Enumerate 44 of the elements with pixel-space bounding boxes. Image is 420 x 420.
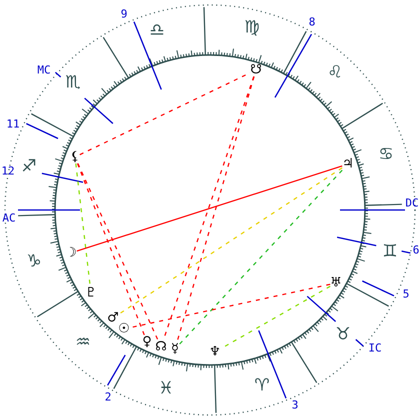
house-number: 9	[120, 8, 128, 20]
house-number: 3	[292, 400, 298, 410]
zodiac-sign: ♌	[327, 64, 343, 82]
aspect-line	[130, 284, 330, 328]
planet-symbol: ♆	[209, 346, 221, 358]
planet-symbol: ♃	[342, 158, 354, 170]
lunar-node-symbol: ☊	[155, 340, 167, 354]
zodiac-sign: ♏	[65, 74, 81, 92]
house-number: 6	[412, 244, 420, 256]
house-number: 5	[402, 288, 410, 300]
aspect-line	[176, 76, 255, 343]
lilith-symbol: ⚸	[70, 150, 80, 164]
house-number: 2	[104, 392, 112, 402]
zodiac-sign: ♋	[378, 146, 394, 164]
zodiac-sign: ♒	[75, 334, 91, 352]
house-number: 12	[1, 166, 15, 176]
aspect-line	[162, 76, 254, 341]
zodiac-sign: ♈	[254, 378, 270, 394]
planet-symbol: ♂	[107, 312, 119, 324]
zodiac-sign: ♓	[158, 380, 174, 398]
angle-label: DC	[405, 198, 419, 208]
zodiac-sign: ♉	[335, 326, 351, 344]
angle-label: AC	[2, 212, 16, 224]
moon-symbol: ☽	[65, 246, 77, 260]
aspect-line	[178, 170, 343, 346]
aspect-line	[76, 163, 146, 336]
angle-label: IC	[368, 342, 382, 354]
house-number: 8	[308, 16, 316, 28]
planet-symbol: ♇	[85, 286, 97, 300]
planet-symbol: ♀	[142, 336, 152, 348]
house-number: 11	[6, 118, 20, 130]
zodiac-sign: ♑	[26, 254, 42, 270]
aspect-line	[76, 165, 342, 252]
zodiac-sign: ♍	[244, 20, 260, 36]
zodiac-sign: ♐	[21, 158, 37, 176]
zodiac-sign: ♎	[149, 22, 165, 40]
angle-label: MC	[37, 64, 51, 76]
sun-symbol: ☉	[118, 322, 130, 336]
planet-symbol: ☿	[171, 342, 179, 356]
zodiac-sign: ♊	[382, 244, 398, 260]
aspect-line	[118, 167, 343, 315]
planet-symbol: ♅	[330, 276, 342, 290]
lunar-node-symbol: ☋	[250, 64, 262, 76]
aspect-line	[77, 163, 159, 341]
